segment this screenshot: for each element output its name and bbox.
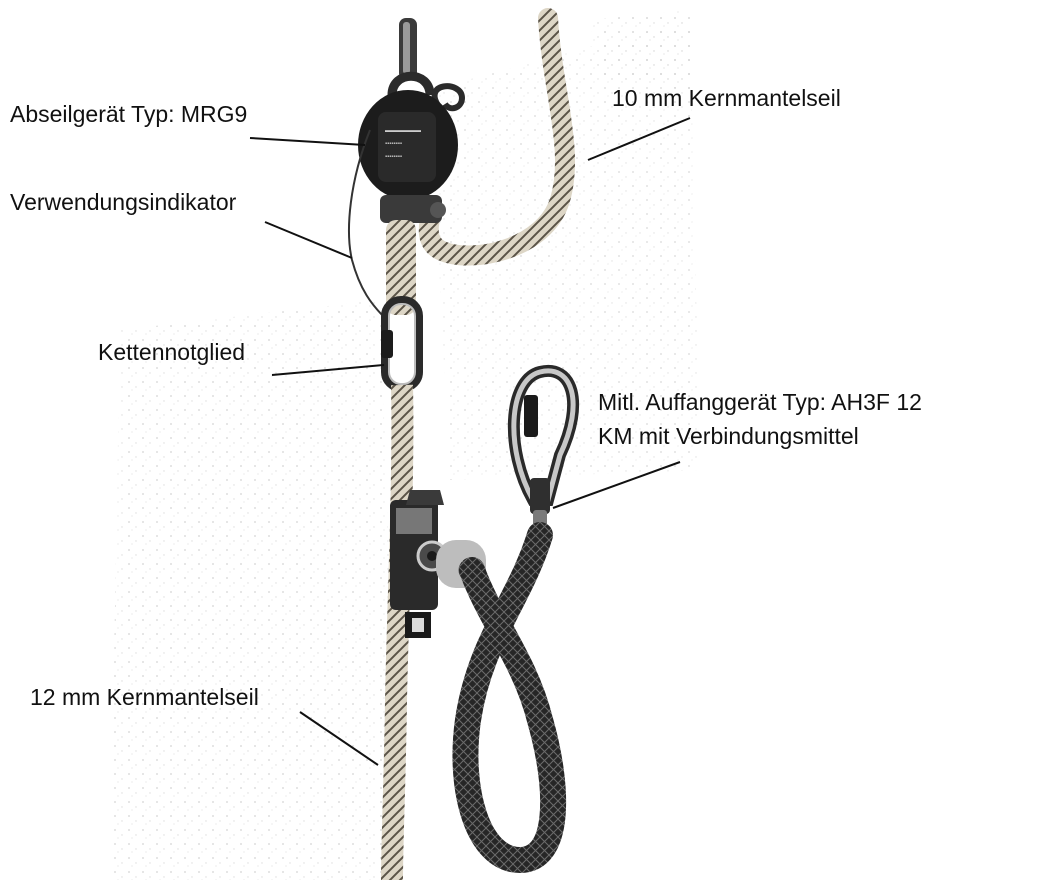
label-auffanggeraet-line2: KM mit Verbindungsmittel <box>598 422 859 450</box>
label-abseilgeraet: Abseilgerät Typ: MRG9 <box>10 100 247 128</box>
lanyard-loop <box>465 535 553 860</box>
svg-text:▬▬▬▬▬▬: ▬▬▬▬▬▬ <box>385 128 421 134</box>
label-auffanggeraet-line1: Mitl. Auffanggerät Typ: AH3F 12 <box>598 388 922 416</box>
label-kettennotglied: Kettennotglied <box>98 338 245 366</box>
svg-text:▪▪▪▪▪▪▪▪: ▪▪▪▪▪▪▪▪ <box>385 154 402 160</box>
label-verwendungsindikator: Verwendungsindikator <box>10 188 236 216</box>
leader-abseilgeraet <box>250 138 365 145</box>
rope-12mm <box>392 385 402 880</box>
svg-text:▪▪▪▪▪▪▪▪: ▪▪▪▪▪▪▪▪ <box>385 141 402 147</box>
leader-verwendungsindikator <box>265 222 352 258</box>
label-kernmantelseil-12: 12 mm Kernmantelseil <box>30 683 259 711</box>
label-kernmantelseil-10: 10 mm Kernmantelseil <box>612 84 841 112</box>
